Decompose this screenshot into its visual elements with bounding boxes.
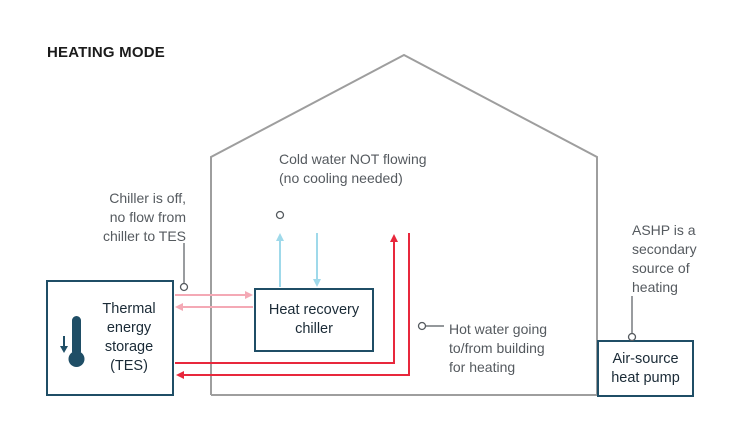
annotation-line: secondary	[632, 241, 697, 257]
box-label-line: Heat recovery	[268, 302, 360, 318]
annotation-line: (no cooling needed)	[279, 170, 403, 186]
callout-pin-hot-water	[417, 321, 444, 331]
box-label-line: storage	[104, 339, 154, 355]
annotation-line: chiller to TES	[103, 228, 186, 244]
building-outline	[210, 53, 598, 395]
box-label-line: Thermal	[102, 301, 156, 317]
annotation-line: heating	[632, 279, 678, 295]
callout-pin-ashp	[627, 296, 637, 342]
annotation-line: for heating	[449, 359, 516, 375]
heat-recovery-chiller-label: Heat recovery chiller	[255, 301, 373, 339]
hot-water-return	[176, 233, 410, 379]
callout-pin-cold-water	[275, 210, 285, 220]
box-label-line: heat pump	[611, 370, 680, 386]
tes-label: Thermal energy storage (TES)	[90, 300, 168, 376]
box-label-line: Air-source	[612, 351, 679, 367]
heat-recovery-chiller-box	[254, 288, 374, 352]
hot-water-supply	[175, 234, 398, 364]
hot-water-annotation: Hot water going to/from building for hea…	[449, 320, 547, 377]
callout-pin-chiller-off	[179, 243, 189, 292]
ashp-annotation: ASHP is a secondary source of heating	[632, 221, 697, 297]
box-label-line: chiller	[295, 321, 333, 337]
ashp-label: Air-source heat pump	[598, 350, 693, 388]
diagram-title: HEATING MODE	[47, 44, 165, 61]
annotation-line: to/from building	[449, 340, 545, 356]
chiller-off-annotation: Chiller is off, no flow from chiller to …	[103, 189, 186, 246]
thermometer-down-icon	[60, 316, 85, 367]
box-label-line: energy	[106, 320, 152, 336]
box-label-line: (TES)	[110, 358, 148, 374]
annotation-line: Hot water going	[449, 321, 548, 337]
annotation-line: Cold water NOT flowing	[279, 151, 427, 167]
annotation-line: ASHP is a	[632, 222, 696, 238]
ashp-box	[597, 340, 694, 397]
tes-box	[46, 280, 174, 396]
cold-water-annotation: Cold water NOT flowing (no cooling neede…	[279, 150, 427, 188]
annotation-line: no flow from	[109, 209, 186, 225]
annotation-line: source of	[632, 260, 690, 276]
annotation-line: Chiller is off,	[109, 190, 186, 206]
